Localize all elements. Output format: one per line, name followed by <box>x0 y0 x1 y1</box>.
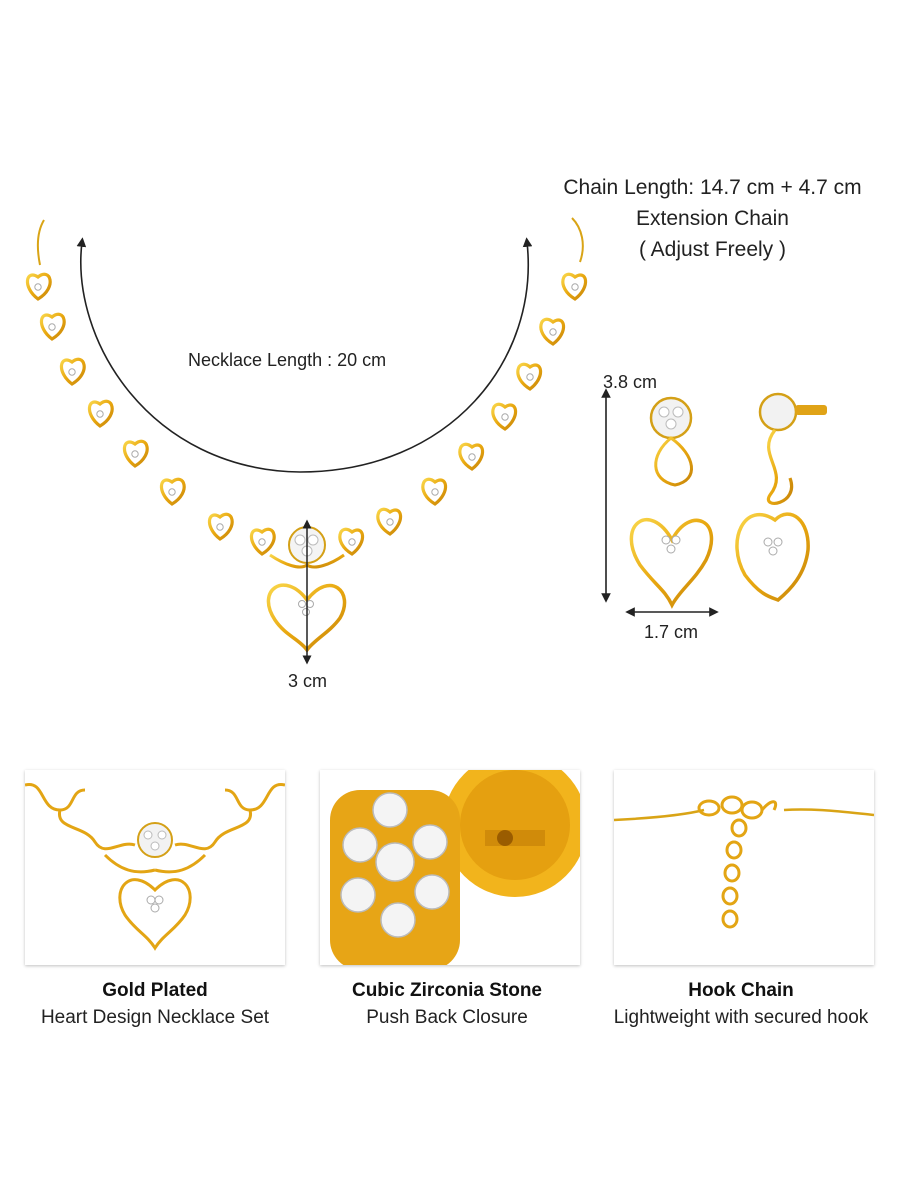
feature-subtitle: Lightweight with secured hook <box>613 1007 869 1028</box>
necklace-length-arc <box>76 237 533 473</box>
stone-dot <box>34 283 42 291</box>
necklace-heart-link <box>122 439 149 468</box>
stone-dot <box>131 450 139 458</box>
chain-length-info: Chain Length: 14.7 cm + 4.7 cm Extension… <box>540 172 885 265</box>
feature-subtitle: Push Back Closure <box>366 1007 528 1028</box>
adjust-freely-line: ( Adjust Freely ) <box>638 238 787 261</box>
earring-width-label: 1.7 cm <box>644 622 699 642</box>
necklace-heart-link <box>516 362 543 391</box>
stone-dot <box>526 373 534 381</box>
necklace-heart-link <box>491 402 518 431</box>
feature-title: Hook Chain <box>688 980 794 1001</box>
earring-side <box>735 392 827 602</box>
necklace-heart-link <box>207 512 234 541</box>
necklace-length-label: Necklace Length : 20 cm <box>188 350 387 370</box>
necklace-heart-link <box>561 272 588 301</box>
earring-height-label: 3.8 cm <box>603 372 658 392</box>
chain-right <box>571 217 584 263</box>
stone-dot <box>216 523 224 531</box>
pendant-size-label: 3 cm <box>288 671 328 691</box>
stone-dot <box>571 283 579 291</box>
necklace-heart-link <box>39 312 66 341</box>
chain-left <box>36 219 45 266</box>
hook-chain-thumbnail <box>614 770 874 965</box>
stone-dot <box>386 518 394 526</box>
stone-dot <box>258 538 266 546</box>
feature-subtitle: Heart Design Necklace Set <box>40 1007 270 1028</box>
stone-dot <box>348 538 356 546</box>
necklace-heart-link <box>421 477 448 506</box>
necklace-heart-link <box>539 317 566 346</box>
necklace-heart-link <box>159 477 186 506</box>
stone-dot <box>431 488 439 496</box>
necklace-heart-link <box>25 272 52 301</box>
feature-cubic-zirconia: Cubic Zirconia Stone Push Back Closure <box>297 978 597 1032</box>
stone-dot <box>468 453 476 461</box>
product-illustration <box>25 217 827 665</box>
stone-dot <box>96 410 104 418</box>
necklace-heart-link <box>338 527 365 556</box>
necklace-heart-link <box>376 507 403 536</box>
chain-length-line: Chain Length: 14.7 cm + 4.7 cm <box>563 176 862 199</box>
earring-front <box>629 396 714 609</box>
necklace-links <box>25 272 588 556</box>
stone-dot <box>68 368 76 376</box>
necklace-heart-link <box>59 357 86 386</box>
feature-hook-chain: Hook Chain Lightweight with secured hook <box>591 978 891 1032</box>
gold-plated-thumbnail <box>25 770 285 965</box>
feature-gold-plated: Gold Plated Heart Design Necklace Set <box>5 978 305 1032</box>
stone-dot <box>168 488 176 496</box>
stone-dot <box>501 413 509 421</box>
necklace-heart-link <box>249 527 276 556</box>
necklace-heart-link <box>458 442 485 471</box>
extension-chain-line: Extension Chain <box>636 207 789 230</box>
stone-dot <box>48 323 56 331</box>
feature-title: Gold Plated <box>102 980 208 1001</box>
necklace-heart-link <box>87 399 114 428</box>
feature-title: Cubic Zirconia Stone <box>351 980 543 1001</box>
stone-dot <box>549 328 557 336</box>
cubic-zirconia-thumbnail <box>320 770 580 965</box>
